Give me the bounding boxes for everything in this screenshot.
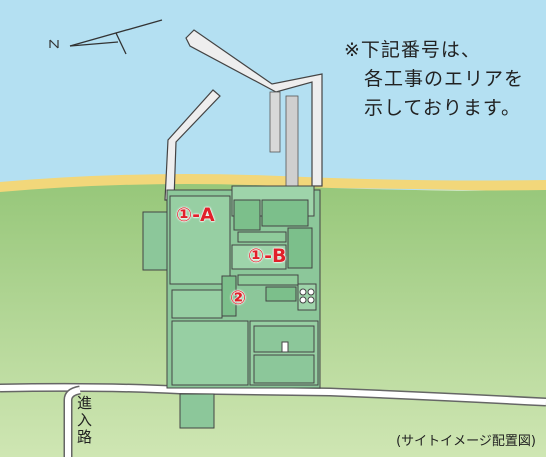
pier bbox=[285, 95, 299, 187]
road-surface bbox=[0, 384, 546, 405]
breakwater-right bbox=[185, 29, 323, 187]
map-caption: (サイトイメージ配置図) bbox=[396, 434, 536, 449]
note-line-1: ※下記番号は、 bbox=[343, 39, 481, 61]
access-road-label: 進入路 bbox=[77, 394, 93, 446]
note-line-2: 各工事のエリアを bbox=[363, 68, 524, 90]
area-label-1a: ①-A bbox=[176, 204, 215, 227]
area-number-note: ※下記番号は、 各工事のエリアを 示しております。 bbox=[344, 36, 524, 123]
main-site bbox=[166, 185, 321, 389]
area-label-1b: ①-B bbox=[248, 245, 287, 268]
lower-annex bbox=[179, 393, 215, 429]
jetty bbox=[269, 91, 281, 153]
access-road-surface bbox=[65, 387, 81, 457]
area-label-2: ② bbox=[230, 287, 247, 310]
north-arrow-icon bbox=[49, 19, 163, 55]
note-line-3: 示しております。 bbox=[363, 97, 521, 119]
side-building-left bbox=[142, 211, 168, 271]
